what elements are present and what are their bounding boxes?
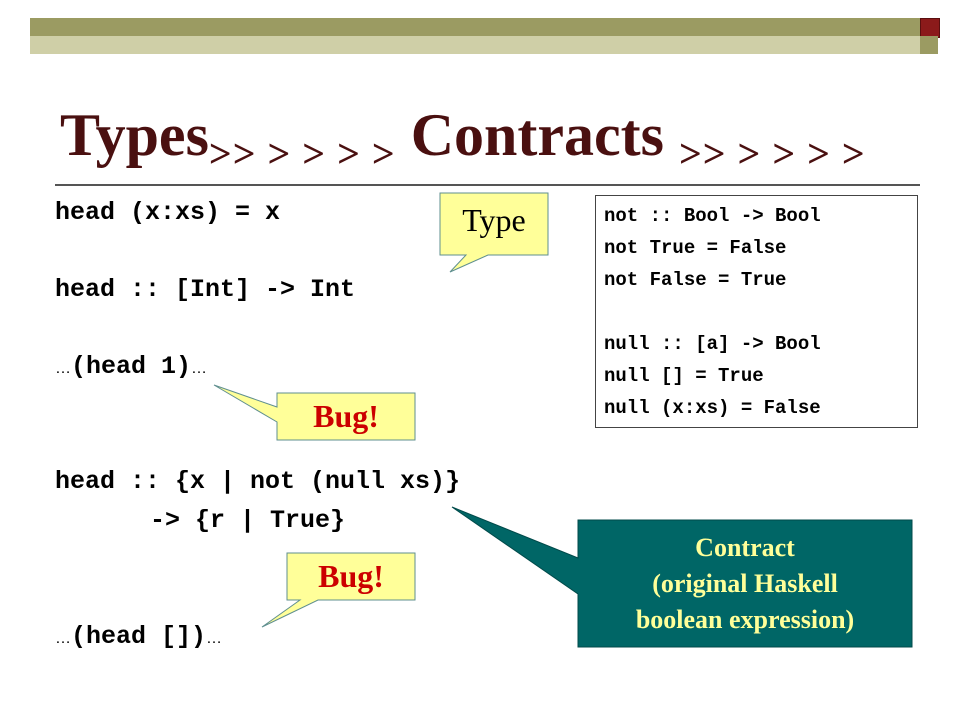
title-contracts: Contracts: [410, 102, 664, 168]
definition-line: not True = False: [604, 237, 787, 259]
definition-line: null [] = True: [604, 365, 764, 387]
ellipsis: …: [55, 630, 71, 647]
ellipsis: …: [55, 360, 71, 377]
decor-strip-light: [30, 36, 920, 54]
slide-title: Types>> > > > > Contracts >> > > > >: [60, 100, 866, 189]
contract-callout-line: Contract: [695, 533, 795, 562]
ellipsis: …: [206, 630, 223, 647]
title-arrows-2: >> > > > >: [678, 131, 866, 176]
code-line-head-empty: …(head [])…: [55, 622, 222, 654]
definition-line: not :: Bool -> Bool: [604, 205, 821, 227]
code-head-1-expr: (head 1): [71, 352, 192, 381]
type-callout-label: Type: [462, 202, 526, 238]
contract-callout-line: (original Haskell: [652, 569, 838, 598]
bug-callout-1-label: Bug!: [313, 398, 379, 434]
title-divider: [55, 184, 920, 186]
decor-strip-dark: [30, 18, 920, 36]
contract-callout-line: boolean expression): [635, 605, 855, 634]
bug-callout-2-shape: [261, 552, 416, 628]
code-line-head-type: head :: [Int] -> Int: [55, 275, 356, 304]
code-line-contract-2: -> {r | True}: [150, 506, 346, 535]
bug-callout-2-label: Bug!: [318, 558, 384, 594]
code-line-contract-1: head :: {x | not (null xs)}: [55, 467, 461, 496]
contract-callout-label: Contract (original Haskell boolean expre…: [578, 530, 912, 638]
title-arrows-1: >> > > > >: [208, 131, 396, 176]
haskell-definitions-box: not :: Bool -> Bool not True = False not…: [595, 195, 918, 428]
ellipsis: …: [191, 360, 208, 377]
definition-line: null :: [a] -> Bool: [604, 333, 821, 355]
header-decoration: [30, 18, 950, 54]
code-line-head-def: head (x:xs) = x: [55, 198, 281, 227]
bug-callout-1-shape: [213, 384, 416, 441]
code-line-head-1: …(head 1)…: [55, 352, 207, 384]
title-types: Types: [60, 102, 209, 168]
definition-line: null (x:xs) = False: [604, 397, 821, 419]
contract-callout-shape: [451, 506, 913, 648]
code-head-empty-expr: (head []): [71, 622, 207, 651]
decor-square-olive: [920, 36, 938, 54]
type-callout-shape: [439, 192, 549, 273]
definition-line: not False = True: [604, 269, 787, 291]
